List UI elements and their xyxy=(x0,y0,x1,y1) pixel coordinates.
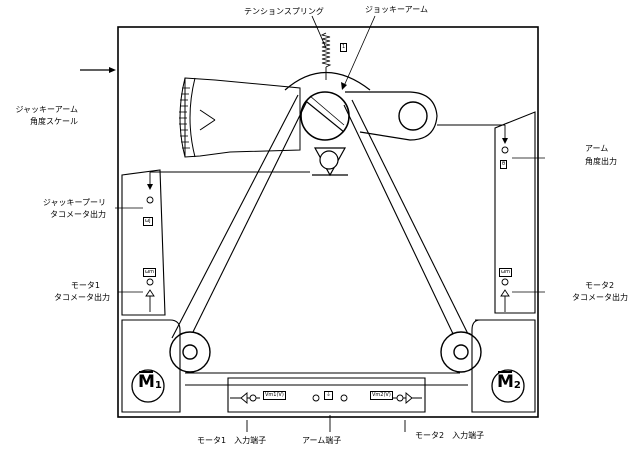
motor2-logo: M2 xyxy=(497,371,521,393)
arm-input-terminal xyxy=(312,394,348,432)
tag-theta-out: θ xyxy=(500,160,508,169)
motor1-input-terminal xyxy=(230,392,260,432)
tag-v-m2: Vm2(V) xyxy=(370,391,393,400)
motor1-logo-letter: M xyxy=(138,372,155,392)
label-motor2-2: タコメータ出力 xyxy=(572,293,628,302)
tag-omega-j: ωj xyxy=(143,217,153,226)
label-jockey-pulley-1: ジャッキープーリ xyxy=(42,198,106,207)
label-motor2-input: モータ2 入力端子 xyxy=(415,431,485,440)
label-arm-input: アーム端子 xyxy=(302,436,342,445)
label-motor1-input: モータ1 入力端子 xyxy=(197,436,267,445)
arm-pulley-right xyxy=(398,101,428,131)
right-panel xyxy=(494,111,536,314)
arm-link xyxy=(345,91,438,141)
motor1-logo-number: 1 xyxy=(154,380,162,391)
tension-spring xyxy=(311,15,332,80)
motor1-pulley xyxy=(169,331,211,373)
jockey-arm-pointer xyxy=(343,15,376,87)
motor1-logo: M1 xyxy=(138,371,162,393)
label-arm-angle-2: 角度出力 xyxy=(585,157,617,166)
tag-omega-m1: ωm xyxy=(143,268,157,277)
label-arm-angle-1: アーム xyxy=(585,144,609,153)
label-motor1-2: タコメータ出力 xyxy=(54,293,110,302)
pivot xyxy=(312,147,348,177)
tag-ground: ⏚ xyxy=(324,391,334,400)
jockey-arm-angle-scale xyxy=(179,77,301,158)
left-panel xyxy=(121,169,166,316)
label-jockey-pulley-2: タコメータ出力 xyxy=(50,210,106,219)
label-jockey-arm-scale-2: 角度スケール xyxy=(30,117,78,126)
tag-v-m1: Vm1(V) xyxy=(263,391,286,400)
label-jockey-arm: ジョッキーアーム xyxy=(365,5,428,14)
label-tension-spring: テンションスプリング xyxy=(244,7,324,16)
motor2-input-terminal xyxy=(392,392,422,432)
scale-ticks xyxy=(179,87,190,149)
belt xyxy=(171,94,471,386)
motor2-logo-number: 2 xyxy=(513,380,521,391)
motor2-pulley xyxy=(440,331,482,373)
label-motor1-1: モータ1 xyxy=(70,281,100,290)
label-motor2-1: モータ2 xyxy=(585,281,615,290)
tag-top-number: 1 xyxy=(340,43,348,52)
housing-outline xyxy=(117,26,539,418)
tag-omega-m2: ωm xyxy=(499,268,513,277)
bottom-compartments xyxy=(121,319,536,413)
input-arrowhead xyxy=(109,67,116,73)
jockey-arm-head xyxy=(284,72,371,91)
label-jockey-arm-scale-1: ジャッキーアーム xyxy=(15,105,78,114)
motor2-logo-letter: M xyxy=(497,372,514,392)
